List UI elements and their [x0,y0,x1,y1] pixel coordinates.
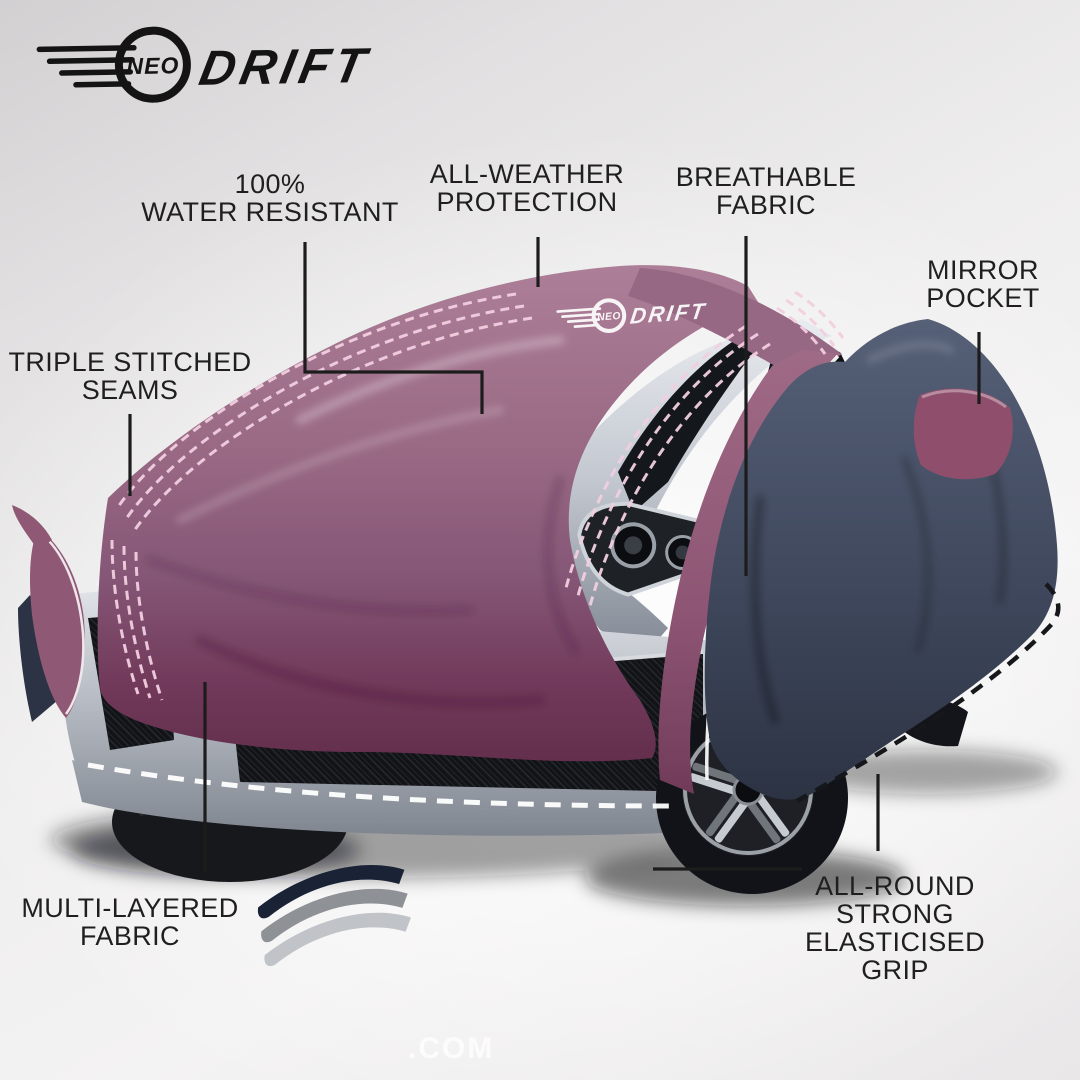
logo-drift-text: DRIFT [195,37,375,96]
callout-text: WATER RESISTANT [141,197,399,227]
hood-logo-neo-text: NEO [597,311,621,324]
callout-text: 100% [234,169,306,199]
cover-rear-panel [704,319,1058,800]
callout-text: POCKET [926,283,1040,313]
grip-outline-dashed-curve [795,582,1061,803]
callout-label-multi-layered: MULTI-LAYERED FABRIC [5,894,255,950]
callout-text: MIRROR [927,255,1039,285]
callout-text: FABRIC [80,921,180,951]
callout-text: ALL-WEATHER [429,159,625,189]
logo-circle [114,26,191,103]
callout-label-breathable: BREATHABLE FABRIC [616,163,916,219]
callout-line-water-resistant [303,242,484,414]
callout-text: PROTECTION [436,187,618,217]
hood-printed-logo: NEO DRIFT [556,298,709,333]
callout-label-mirror-pocket: MIRROR POCKET [883,256,1080,312]
callout-label-triple-stitched: TRIPLE STITCHED SEAMS [5,348,255,404]
cover-left-flap [12,505,85,722]
callout-label-all-weather: ALL-WEATHER PROTECTION [377,160,677,216]
callout-lines [128,236,981,872]
mirror-pocket-patch [913,388,1013,480]
callout-text: FABRIC [716,190,816,220]
bumper-lower-lip [72,760,692,836]
callout-text: MULTI-LAYERED [21,893,239,923]
headlight [577,501,712,597]
callout-text: ELASTICISED GRIP [805,927,985,985]
brand-logo: NEO DRIFT [36,26,375,103]
cover-wrinkles [146,335,579,708]
speed-lines-icon [36,45,137,88]
hood-speed-lines-icon [556,307,602,328]
elastic-hem-dashed-line [87,762,673,809]
callout-label-elastic-grip: ALL-ROUND STRONG ELASTICISED GRIP [770,872,1020,984]
triple-stitch-seams [110,290,845,701]
callout-text: BREATHABLE [675,162,857,192]
callout-text: SEAMS [81,375,179,405]
callout-text: ALL-ROUND [815,871,975,901]
cover-roof-wedge [628,268,842,376]
callout-text: STRONG [836,899,954,929]
callout-label-water-resistant: 100% WATER RESISTANT [120,170,420,226]
hood-logo-drift-text: DRIFT [629,298,709,328]
cover-front-panel [97,265,758,762]
logo-neo-text: NEO [126,52,179,79]
multi-layer-fabric-icon [257,864,411,967]
watermark-text: .COM [408,1032,495,1065]
windshield-glass [618,331,770,512]
callout-text: TRIPLE STITCHED [8,347,252,377]
